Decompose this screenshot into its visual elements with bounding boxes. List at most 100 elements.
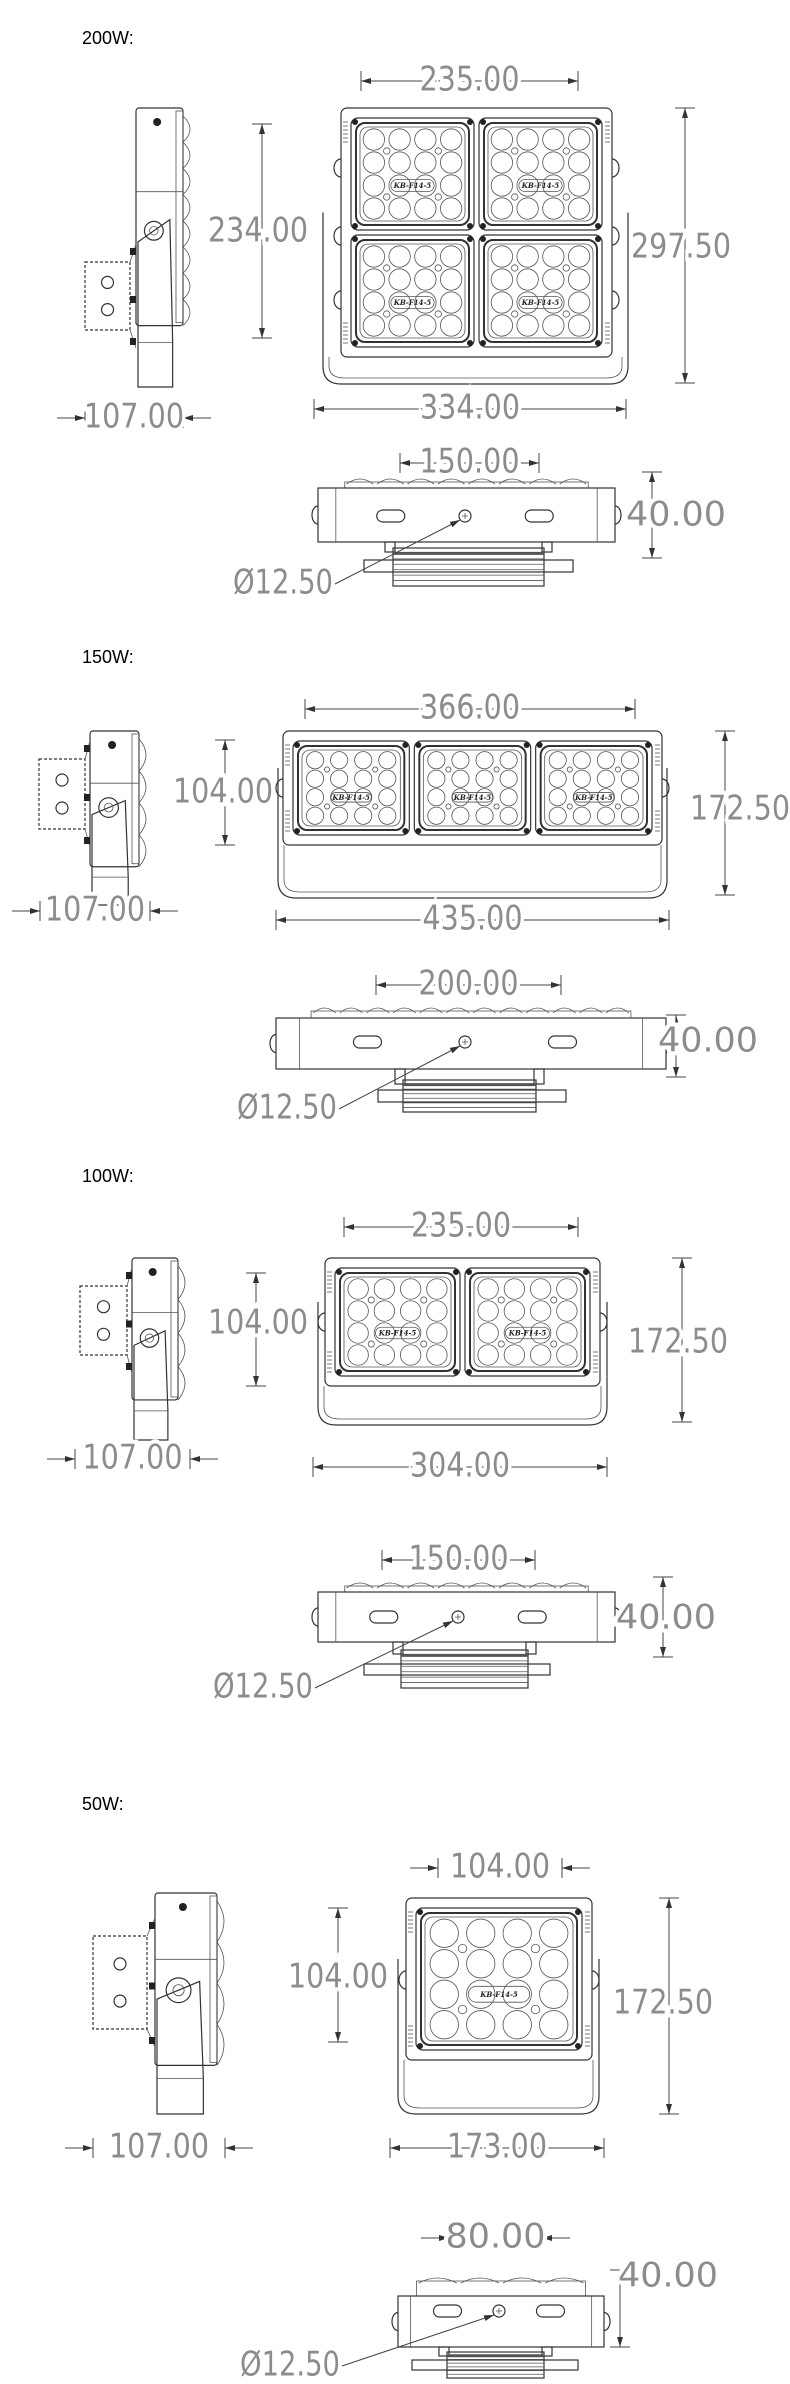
lens-row [416, 2280, 586, 2297]
model-label: KB-F14-5 [393, 181, 432, 190]
screw-icon [352, 119, 358, 125]
led-lens [388, 128, 411, 151]
module-lens-plate [424, 1916, 574, 2042]
lens-profile [559, 478, 587, 485]
led-lens [502, 1918, 532, 1948]
leader-line [334, 519, 461, 585]
led-lens [440, 268, 463, 291]
lens-profile [182, 220, 191, 248]
lens-profile [182, 141, 191, 169]
led-lens [388, 291, 411, 314]
lens-profile [312, 1007, 337, 1014]
led-lens [414, 291, 437, 314]
screw-icon [480, 119, 486, 125]
led-lens [572, 788, 591, 807]
hole-diameter-label: Ø12.50 [237, 1088, 337, 1128]
lens-profile [392, 1007, 416, 1014]
screw-icon [466, 1369, 472, 1375]
mounting-bracket-inner [283, 845, 662, 893]
led-lens [542, 151, 565, 174]
screw-icon [595, 236, 601, 242]
side-view [84, 107, 191, 388]
lens-screw-icon [497, 1296, 505, 1304]
screw-icon [480, 223, 486, 229]
led-lens [556, 1322, 578, 1344]
fixture-frame [282, 730, 663, 846]
module-gasket [355, 239, 470, 343]
led-lens [399, 1278, 422, 1300]
led-module: KB-F14-5 [292, 740, 410, 836]
screw-icon [415, 742, 422, 748]
mount-spacing-label: 80.00 [446, 2217, 546, 2257]
led-lens [414, 245, 437, 268]
led-lens [354, 769, 373, 788]
overall-height-label: 172.50 [690, 789, 790, 829]
lens-profile [182, 194, 191, 222]
adjust-knob-icon [611, 158, 620, 178]
led-lens [399, 1300, 422, 1322]
lens-profile [468, 478, 496, 485]
screw-icon [595, 223, 601, 229]
led-lens [477, 1278, 499, 1300]
led-module: KB-F14-5 [350, 117, 475, 231]
adjust-knob-icon [311, 1607, 319, 1627]
screw-icon [402, 742, 409, 748]
led-lens [362, 291, 385, 314]
led-lens [475, 806, 494, 825]
screw-icon [294, 742, 300, 748]
led-lens [542, 291, 565, 314]
screw-icon [336, 1369, 342, 1375]
leader-line [314, 1620, 454, 1689]
lens-profile [472, 1007, 496, 1014]
module-housing [464, 1267, 591, 1377]
lens-profile [407, 478, 435, 485]
mounting-hole-icon [458, 1035, 472, 1049]
led-lens [542, 197, 565, 220]
junction-box [84, 261, 131, 331]
module-gasket [355, 122, 470, 226]
led-lens [620, 806, 639, 825]
led-lens [347, 1300, 369, 1322]
led-lens [429, 2010, 459, 2040]
model-label: KB-F14-5 [521, 181, 560, 190]
lens-profile [182, 246, 191, 274]
led-lens [568, 268, 591, 291]
screw-icon [415, 828, 422, 834]
led-lens [373, 1278, 396, 1300]
lens-frame [170, 1260, 179, 1398]
lens-frame [209, 1895, 218, 2063]
adjust-knob-icon [333, 226, 342, 246]
led-lens [362, 314, 385, 337]
led-lens [620, 788, 639, 807]
lens-screw-icon [420, 1296, 428, 1304]
front-top-width-label: 235.00 [420, 60, 520, 100]
module-lens-plate [301, 749, 401, 827]
lens-profile [182, 299, 191, 326]
model-label: KB-F14-5 [331, 793, 370, 802]
lens-screw-icon [614, 766, 621, 773]
lens-screw-icon [457, 1943, 468, 1954]
lens-profile [437, 1582, 465, 1589]
model-label-plate [375, 1326, 420, 1340]
led-lens [490, 314, 513, 337]
led-lens [306, 806, 325, 825]
front-top-width-label: 104.00 [450, 1847, 550, 1887]
led-lens [373, 1300, 396, 1322]
housing-side [154, 1892, 218, 2066]
module-gasket [339, 1272, 456, 1372]
lens-profile [138, 802, 147, 836]
led-lens [427, 751, 446, 770]
led-lens [347, 1278, 369, 1300]
led-lens [399, 1322, 422, 1344]
lens-profile [498, 478, 526, 485]
model-label-plate [518, 179, 563, 192]
lens-profile [579, 1007, 603, 1014]
lens-profile [545, 2277, 584, 2284]
led-module: KB-F14-5 [415, 1907, 583, 2051]
led-lens [388, 268, 411, 291]
bolt-icon [126, 1320, 132, 1328]
adjust-knob-icon [311, 505, 319, 525]
drawing-section-50w: KB-F14-5104.00173.00104.00172.50107.00Ø1… [65, 1843, 722, 2384]
mount-slot [369, 1610, 399, 1624]
